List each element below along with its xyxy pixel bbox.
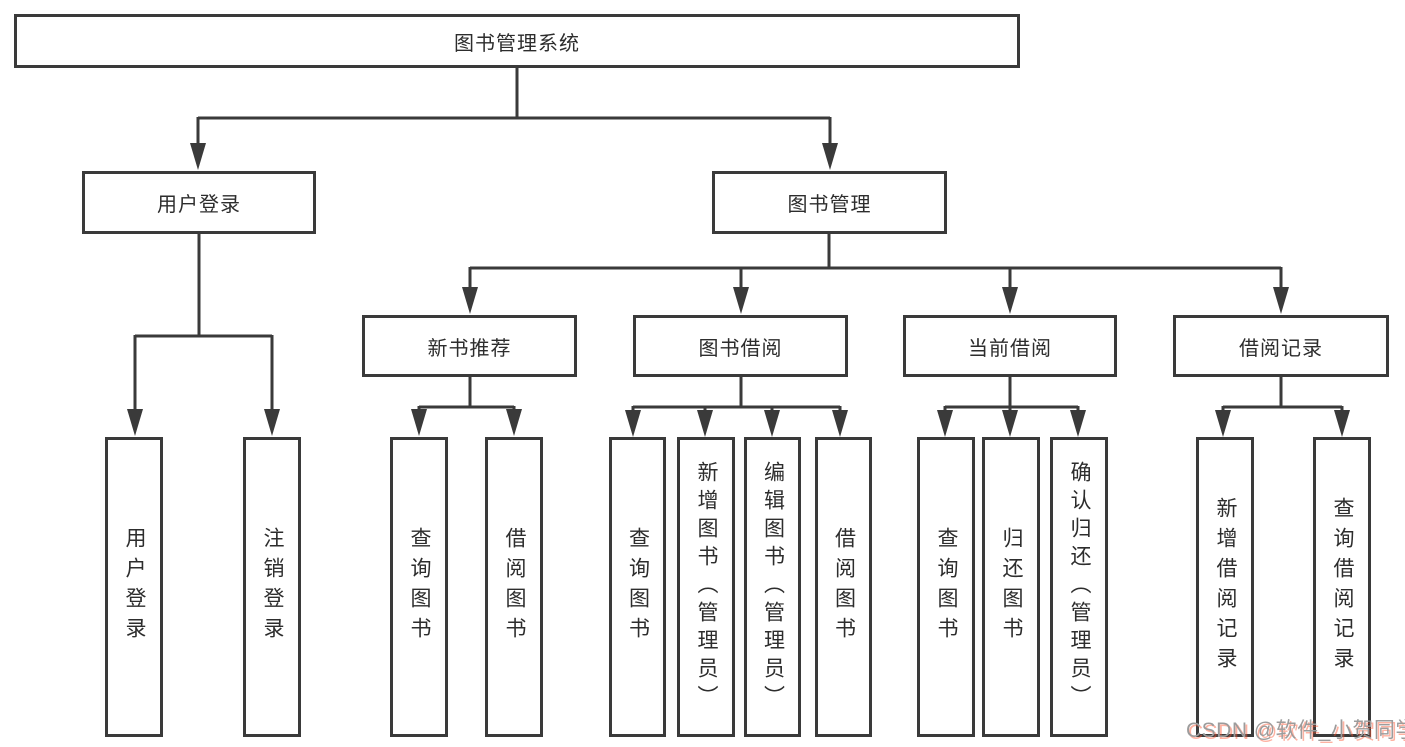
node-root-label: 图书管理系统 (454, 32, 580, 55)
leaf-query-books-current: 查询图书 (917, 437, 975, 737)
leaf-query-books-recommend: 查询图书 (390, 437, 448, 737)
leaf-borrow-books-recommend-label: 借阅图书 (503, 527, 526, 647)
leaf-query-books-borrow: 查询图书 (609, 437, 666, 737)
node-current-borrow-label: 当前借阅 (968, 337, 1052, 360)
leaf-add-borrow-record-label: 新增借阅记录 (1214, 497, 1237, 677)
leaf-logout-label: 注销登录 (261, 527, 284, 647)
leaf-return-book-label: 归还图书 (1000, 527, 1023, 647)
leaf-edit-book-admin-label: 编辑图书（管理员） (761, 461, 785, 713)
leaf-borrow-books-recommend: 借阅图书 (485, 437, 543, 737)
node-current-borrow: 当前借阅 (903, 315, 1117, 377)
node-user-login: 用户登录 (82, 171, 316, 234)
leaf-query-borrow-record-label: 查询借阅记录 (1331, 497, 1354, 677)
node-borrow-record: 借阅记录 (1173, 315, 1389, 377)
leaf-logout: 注销登录 (243, 437, 301, 737)
node-root: 图书管理系统 (14, 14, 1020, 68)
leaf-query-borrow-record: 查询借阅记录 (1313, 437, 1371, 737)
leaf-query-books-recommend-label: 查询图书 (408, 527, 431, 647)
node-new-book-recommend-label: 新书推荐 (427, 337, 512, 360)
leaf-add-book-admin: 新增图书（管理员） (677, 437, 735, 737)
leaf-add-book-admin-label: 新增图书（管理员） (695, 461, 718, 713)
node-borrow-record-label: 借阅记录 (1239, 337, 1323, 360)
node-user-login-label: 用户登录 (157, 194, 241, 216)
node-new-book-recommend: 新书推荐 (362, 315, 577, 377)
leaf-return-book: 归还图书 (982, 437, 1040, 737)
leaf-user-login-label: 用户登录 (123, 527, 146, 647)
node-book-management: 图书管理 (712, 171, 947, 234)
node-book-borrow-label: 图书借阅 (698, 337, 783, 360)
leaf-user-login: 用户登录 (105, 437, 163, 737)
leaf-query-books-current-label: 查询图书 (935, 527, 958, 647)
leaf-borrow-books-label: 借阅图书 (832, 527, 856, 647)
watermark: CSDN @软件_小贺同学 (1186, 719, 1405, 742)
leaf-edit-book-admin: 编辑图书（管理员） (744, 437, 801, 737)
leaf-confirm-return-admin-label: 确认归还（管理员） (1068, 461, 1091, 713)
node-book-management-label: 图书管理 (787, 194, 872, 216)
arrowhead-icons (127, 143, 1350, 437)
leaf-confirm-return-admin: 确认归还（管理员） (1050, 437, 1108, 737)
leaf-borrow-books: 借阅图书 (815, 437, 872, 737)
node-book-borrow: 图书借阅 (633, 315, 848, 377)
leaf-query-books-borrow-label: 查询图书 (626, 527, 650, 647)
leaf-add-borrow-record: 新增借阅记录 (1196, 437, 1254, 737)
